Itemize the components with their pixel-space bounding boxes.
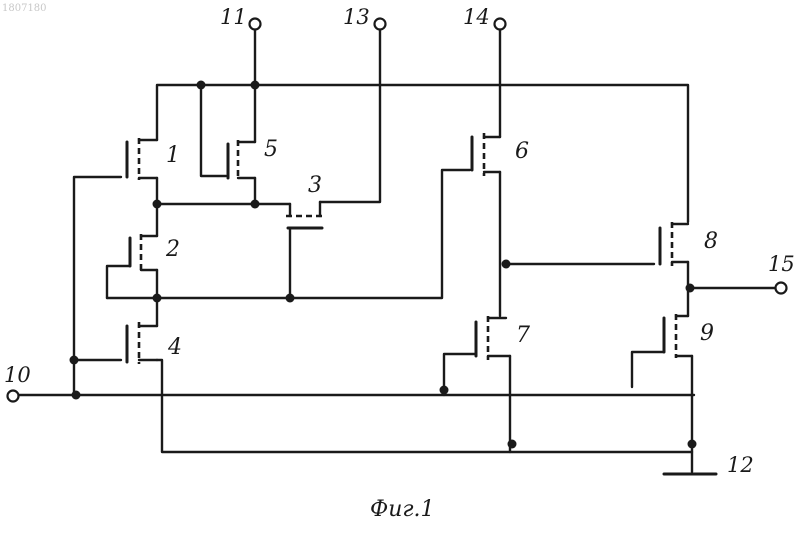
transistor-2 [130,234,157,272]
terminal-label-14: 14 [463,5,490,29]
document-stamp: 1807180 [2,3,47,14]
terminal-circles [8,19,787,402]
figure-caption: Фиг.1 [370,497,435,522]
transistor-label-1: 1 [166,143,180,168]
transistor-5 [228,140,255,180]
terminal-label-11: 11 [220,5,247,29]
transistor-label-5: 5 [264,137,278,162]
transistor-4 [127,322,157,364]
transistor-label-3: 3 [308,173,322,198]
transistor-8 [660,222,688,266]
transistor-3 [286,202,326,228]
transistor-label-8: 8 [704,229,718,254]
transistor-6 [472,133,500,176]
terminal-label-12: 12 [727,453,754,477]
transistor-7 [476,316,510,360]
transistor-9 [664,314,692,358]
transistor-label-4: 4 [167,335,182,360]
wires [18,30,776,472]
terminal-label-13: 13 [343,5,370,29]
transistor-label-7: 7 [516,323,530,348]
terminal-label-15: 15 [768,252,795,276]
transistor-label-6: 6 [515,139,529,164]
terminal-label-10: 10 [4,363,31,387]
transistor-label-9: 9 [700,321,714,346]
transistor-label-2: 2 [165,237,180,262]
transistor-1 [127,138,157,180]
